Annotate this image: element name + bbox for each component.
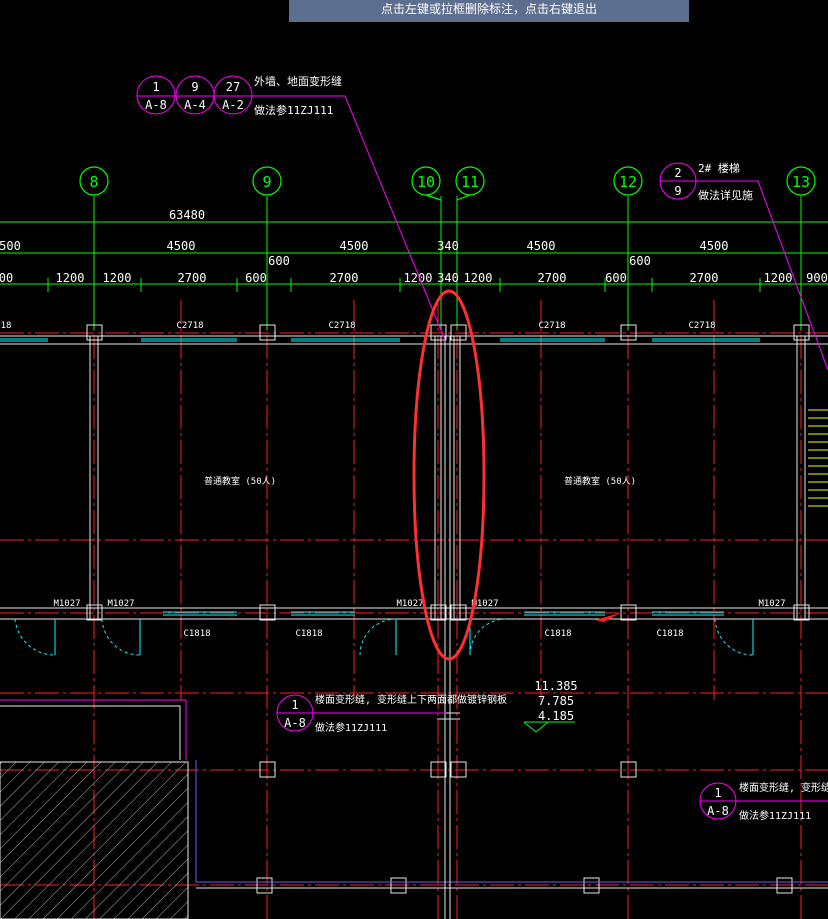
window-label-top-3: C2718 [538, 321, 565, 331]
axis-bubble-8 [79, 166, 109, 196]
dim-row2-5: 4500 [700, 239, 729, 253]
callout-top-num-1: 9 [191, 80, 198, 94]
callout-floor[interactable] [276, 694, 446, 732]
dim-row3-11: 2700 [690, 271, 719, 285]
walls [0, 335, 828, 620]
expansion-joint [437, 336, 460, 919]
door-label-0: M1027 [53, 599, 80, 609]
door-label-2: M1027 [396, 599, 423, 609]
callout-top[interactable] [136, 75, 446, 341]
axis-bubble-12 [613, 166, 643, 196]
axis-bubbles[interactable] [79, 166, 816, 201]
window-label-top-1: C2718 [176, 321, 203, 331]
dim-row2-0: 500 [0, 239, 21, 253]
dim-600-a: 600 [268, 254, 290, 268]
callout-floor-sheet: A-8 [284, 716, 306, 730]
callout-top-line2: 做法参11ZJ111 [254, 103, 333, 117]
dimension-lines [0, 196, 828, 330]
dim-row3-13: 900 [806, 271, 828, 285]
dim-row2-4: 4500 [527, 239, 556, 253]
hatched-area [0, 761, 189, 919]
dim-row2-3: 340 [437, 239, 459, 253]
dim-row3-7: 340 [437, 271, 459, 285]
dim-row3-3: 2700 [178, 271, 207, 285]
dim-row3-4: 600 [245, 271, 267, 285]
dim-row2-2: 4500 [340, 239, 369, 253]
callout-stair[interactable] [659, 162, 828, 371]
window-label-top-0: 18 [1, 321, 12, 331]
elevation-2: 4.185 [538, 709, 574, 723]
callout-stair-sheet: 9 [674, 184, 681, 198]
dim-600-b: 600 [629, 254, 651, 268]
elevation-symbol [523, 721, 575, 733]
axis-bubble-9 [252, 166, 282, 196]
dim-total: 63480 [169, 208, 205, 222]
room-label-0: 普通教室 (50人) [204, 475, 276, 487]
grid-lines [0, 300, 828, 919]
callout-right-num: 1 [714, 786, 721, 800]
callout-floor-line2: 做法参11ZJ111 [315, 721, 387, 734]
dim-row3-1: 1200 [56, 271, 85, 285]
callout-floor-num: 1 [291, 698, 298, 712]
axis-label-13: 13 [792, 173, 810, 191]
dim-row3-10: 600 [605, 271, 627, 285]
callout-stair-line1: 2# 楼梯 [698, 161, 740, 175]
callout-top-num-2: 27 [226, 80, 240, 94]
dim-row3-8: 1200 [464, 271, 493, 285]
callout-stair-num: 2 [674, 166, 681, 180]
dim-row3-6: 1200 [404, 271, 433, 285]
window-label-bottom-3: C1818 [656, 629, 683, 639]
callout-top-num-0: 1 [152, 80, 159, 94]
axis-label-8: 8 [89, 173, 98, 191]
window-label-bottom-0: C1818 [183, 629, 210, 639]
highlight-ellipse [412, 289, 486, 661]
room-label-1: 普通教室 (50人) [564, 475, 636, 487]
door-label-1: M1027 [107, 599, 134, 609]
callout-top-sheet-0: A-8 [145, 98, 167, 112]
callout-top-line1: 外墙、地面变形缝 [254, 74, 342, 88]
window-label-top-4: C2718 [688, 321, 715, 331]
callout-right-line1: 楼面变形缝, 变形缝上下 [739, 781, 828, 794]
command-hint-bar: 点击左键或拉框删除标注，点击右键退出 [289, 0, 689, 22]
dim-row3-2: 1200 [103, 271, 132, 285]
door-label-4: M1027 [758, 599, 785, 609]
elevation-0: 11.385 [534, 679, 577, 693]
callout-top-sheet-2: A-2 [222, 98, 244, 112]
dim-row3-9: 2700 [538, 271, 567, 285]
dim-row3-12: 1200 [764, 271, 793, 285]
axis-bubble-13 [786, 166, 816, 196]
axis-label-10: 10 [417, 173, 435, 191]
cursor-arrow-icon [595, 613, 620, 622]
axis-label-11: 11 [461, 173, 479, 191]
axis-label-12: 12 [619, 173, 637, 191]
dim-row2-1: 4500 [167, 239, 196, 253]
elevation-1: 7.785 [538, 694, 574, 708]
window-label-top-2: C2718 [328, 321, 355, 331]
window-label-bottom-2: C1818 [544, 629, 571, 639]
windows [0, 338, 760, 656]
callout-top-sheet-1: A-4 [184, 98, 206, 112]
lower-boundary [0, 699, 828, 889]
window-label-bottom-1: C1818 [295, 629, 322, 639]
callout-floor-line1: 楼面变形缝, 变形缝上下两面都做镀锌钢板 [315, 693, 507, 706]
axis-label-9: 9 [262, 173, 271, 191]
dim-row3-0: 00 [0, 271, 13, 285]
callout-right[interactable] [699, 782, 828, 820]
callout-right-line2: 做法参11ZJ111 [739, 809, 811, 822]
stair-treads [808, 409, 828, 507]
dim-row3-5: 2700 [330, 271, 359, 285]
callout-right-sheet: A-8 [707, 804, 729, 818]
callout-stair-line2: 做法详见施 [698, 188, 753, 202]
door-label-3: M1027 [471, 599, 498, 609]
columns [86, 324, 810, 894]
